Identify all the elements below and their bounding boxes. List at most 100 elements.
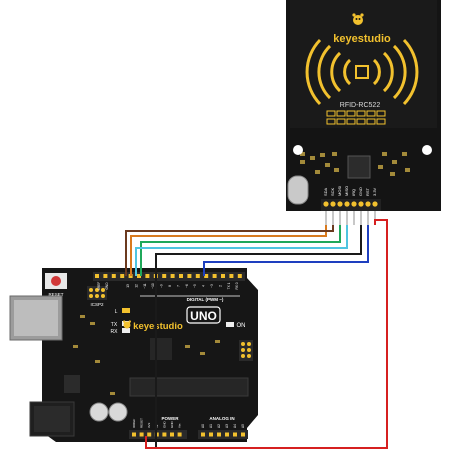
header-pin <box>170 432 174 437</box>
wire-vcc <box>145 219 388 449</box>
header-pin <box>217 432 221 437</box>
rfid-wave-icon <box>305 38 419 106</box>
header-pin <box>212 274 217 278</box>
rfid-components <box>300 152 410 176</box>
rfid-mount-hole <box>293 145 303 155</box>
power-label: POWER <box>161 416 179 421</box>
digital-pin-label: 7 <box>176 285 180 287</box>
digital-pin-label: ~10 <box>151 283 155 289</box>
rfid-pin-label: IRQ <box>351 189 356 196</box>
rfid-pin-label: 3.3V <box>372 187 377 196</box>
analog-pin-label: A1 <box>209 424 213 428</box>
led-label-rx: RX <box>111 329 119 335</box>
power-pin-label: Vin <box>178 423 182 428</box>
digital-pin-label: 4 <box>202 285 206 287</box>
header-pin <box>103 274 108 278</box>
header-pin <box>233 432 237 437</box>
wire-miso <box>135 225 348 276</box>
wire-sck <box>125 225 334 276</box>
on-label: ON <box>237 323 246 329</box>
header-pin <box>201 432 205 437</box>
rfid-pin-label: SDA <box>323 187 328 196</box>
power-pin-label: GND <box>162 421 166 429</box>
uno-badge <box>186 306 221 324</box>
usb-port-face <box>14 300 58 336</box>
wire-mosi <box>140 225 341 276</box>
rfid-pin-label: MOSI <box>337 186 342 196</box>
analog-pin-label: A5 <box>241 424 245 428</box>
analog-label: ANALOG IN <box>209 416 234 421</box>
digital-label: DIGITAL (PWM ~) <box>187 297 224 302</box>
digital-pin-label: 8 <box>168 285 172 287</box>
digital-pin-label: 2 <box>218 285 222 287</box>
analog-header <box>198 430 248 439</box>
led-label-tx: TX <box>111 322 118 328</box>
header-pin <box>132 432 136 437</box>
analog-pin-label: A4 <box>233 424 237 428</box>
rfid-pin-label: MISO <box>344 186 349 196</box>
power-pin-label: IOREF <box>132 419 136 428</box>
reset-button-cap[interactable] <box>51 276 61 286</box>
analog-pin-label: A2 <box>217 424 221 428</box>
rfid-pin-header <box>321 199 381 211</box>
header-pin <box>170 274 175 278</box>
header-pin <box>237 274 242 278</box>
header-pin <box>179 274 183 278</box>
rfid-pin-legs <box>325 211 376 225</box>
power-jack-face <box>34 406 70 432</box>
rfid-chip <box>347 155 371 179</box>
board-brand-label: keyestudio <box>133 321 183 332</box>
icsp-label: ICSP2 <box>90 302 104 307</box>
header-pin <box>137 274 141 278</box>
capacitor <box>108 402 128 422</box>
digital-pin-label: ~9 <box>160 284 164 288</box>
header-pin <box>95 274 99 278</box>
digital-pin-label: 12 <box>134 284 138 288</box>
usb-chip <box>150 338 172 360</box>
header-pin <box>225 432 229 437</box>
header-pin <box>145 274 150 278</box>
power-pin-label: RESET <box>140 418 144 428</box>
led-label-l: L <box>115 309 118 315</box>
wires <box>125 219 388 449</box>
header-pin <box>241 432 245 437</box>
rfid-pin-label: RST <box>365 187 370 196</box>
rfid-resistor-array <box>326 110 386 125</box>
digital-pin-label: TX 1 <box>227 282 231 289</box>
header-pin <box>162 274 167 278</box>
rfid-mount-hole <box>422 145 432 155</box>
keyestudio-logo-icon <box>123 320 131 329</box>
digital-header <box>93 272 245 281</box>
icsp-header-right <box>239 340 253 361</box>
rfid-pin-label: SCK <box>330 187 335 196</box>
capacitor <box>89 402 109 422</box>
rfid-model-label: RFID-RC522 <box>340 102 381 109</box>
power-header <box>129 430 187 439</box>
board-model-label: UNO <box>190 309 217 323</box>
rfid-antenna-area <box>290 0 437 128</box>
header-pin <box>147 432 152 437</box>
header-pin <box>187 274 192 278</box>
rfid-center-mark <box>355 65 369 79</box>
reset-label: RESET <box>48 292 63 297</box>
keyestudio-logo-icon <box>352 13 364 25</box>
wire-rst <box>203 225 369 276</box>
header-pin <box>177 432 182 437</box>
header-pin <box>204 274 209 278</box>
analog-pin-label: A3 <box>225 424 229 428</box>
header-pin <box>120 274 125 278</box>
digital-pin-label: ~3 <box>210 284 214 288</box>
header-pin <box>229 274 234 278</box>
rfid-module: keyestudio RFID-RC522 <box>286 0 441 225</box>
regulator <box>64 375 80 393</box>
header-pin <box>162 432 167 437</box>
rfid-crystal <box>287 175 309 205</box>
digital-pin-label: RX 0 <box>235 282 239 289</box>
aref-label: AREF <box>97 282 101 291</box>
power-pin-label: 3V3 <box>147 422 151 428</box>
digital-pin-label: ~6 <box>185 284 189 288</box>
